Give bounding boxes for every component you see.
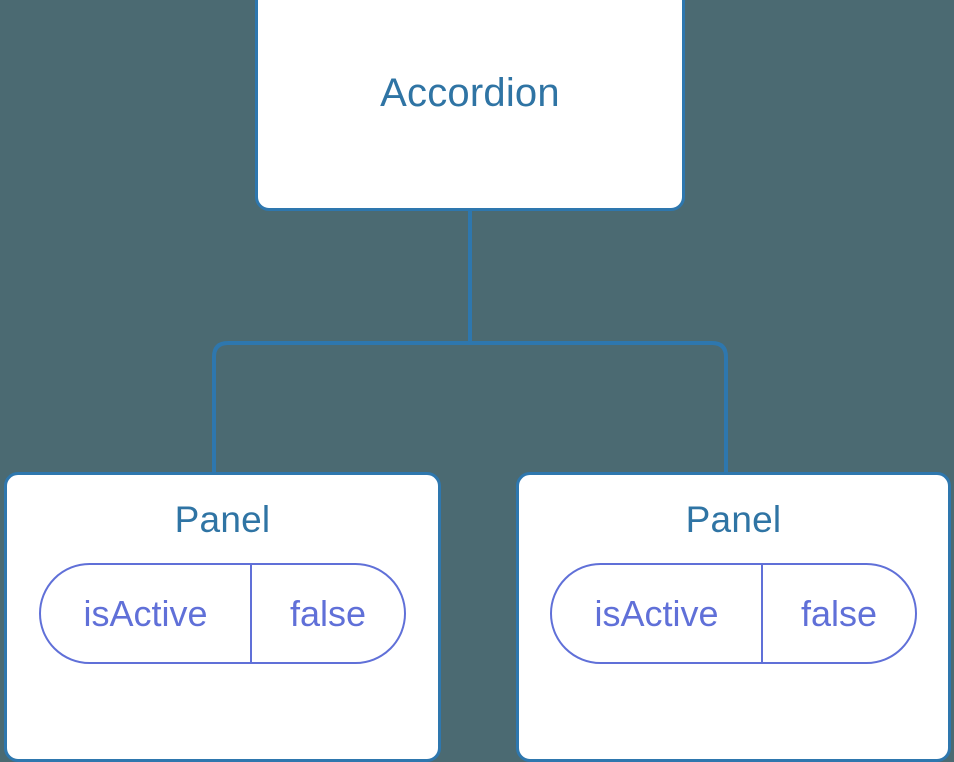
prop-value: false xyxy=(289,592,367,634)
prop-key: isActive xyxy=(552,565,763,662)
node-panel-2[interactable]: Panel isActive false xyxy=(516,472,951,762)
node-accordion-label: Accordion xyxy=(380,70,560,115)
node-accordion[interactable]: Accordion xyxy=(255,0,685,211)
connector-branch-right xyxy=(470,341,728,474)
node-panel-2-label: Panel xyxy=(685,499,782,540)
node-panel-1-label: Panel xyxy=(174,499,271,540)
connector-branch-left xyxy=(212,341,470,474)
component-tree-diagram: Accordion Panel isActive false Panel isA… xyxy=(4,0,951,762)
node-panel-1[interactable]: Panel isActive false xyxy=(4,472,441,762)
prop-key: isActive xyxy=(41,565,252,662)
node-panel-2-prop-isactive[interactable]: isActive false xyxy=(550,563,917,664)
prop-value: false xyxy=(800,592,878,634)
connector-lines xyxy=(212,208,728,474)
node-panel-1-prop-isactive[interactable]: isActive false xyxy=(39,563,406,664)
